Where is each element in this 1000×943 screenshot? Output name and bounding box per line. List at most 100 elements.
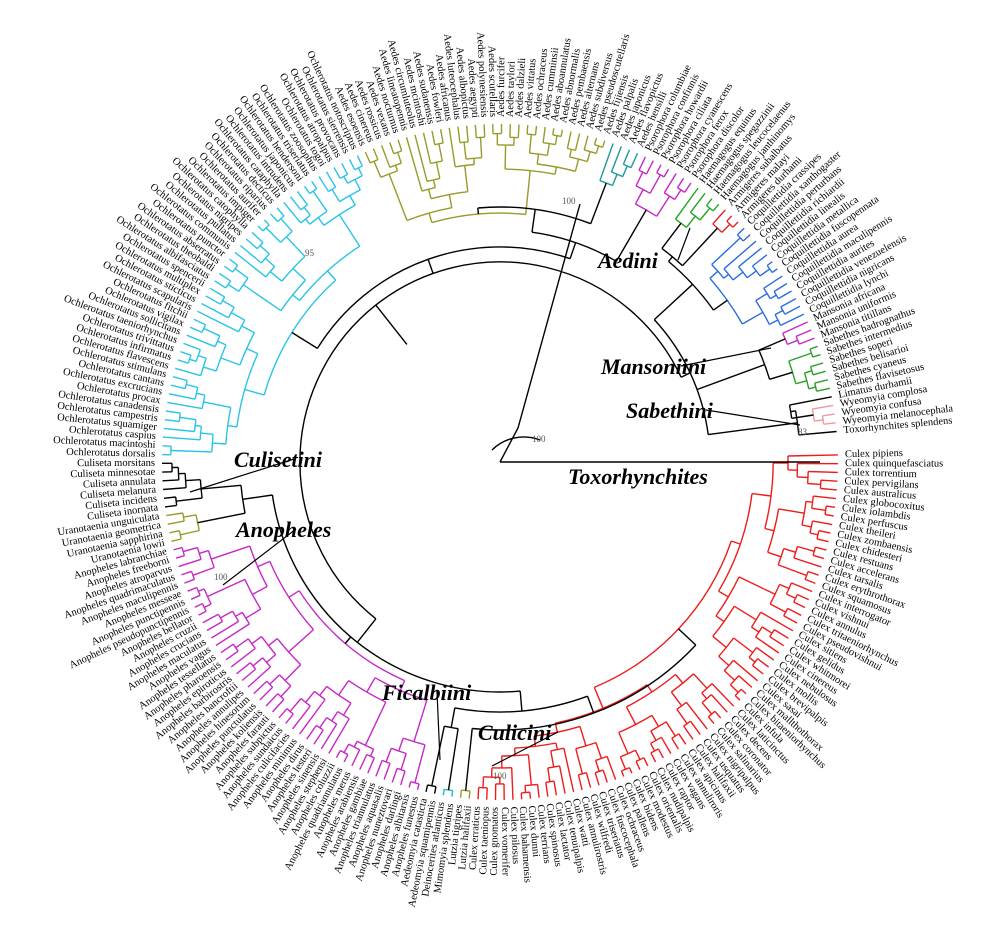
tree-branch bbox=[305, 690, 316, 703]
tree-branch bbox=[635, 761, 641, 770]
backbone-branch bbox=[242, 494, 273, 500]
tree-branch bbox=[545, 782, 549, 797]
tree-arc bbox=[483, 776, 500, 778]
backbone-arc bbox=[299, 261, 682, 620]
tree-arc bbox=[337, 711, 350, 720]
backbone-arc bbox=[472, 644, 697, 731]
tree-branch bbox=[560, 129, 564, 137]
tree-branch bbox=[579, 726, 587, 747]
tree-arc bbox=[809, 520, 814, 534]
tree-branch bbox=[812, 520, 833, 526]
tree-branch bbox=[665, 721, 676, 737]
backbone-branch bbox=[696, 363, 765, 391]
tree-branch bbox=[622, 165, 628, 177]
tree-branch bbox=[276, 207, 285, 217]
tree-branch bbox=[235, 611, 243, 617]
tree-branch bbox=[359, 754, 368, 770]
tip-label: Culex pilosus bbox=[508, 806, 521, 864]
tree-branch bbox=[252, 657, 264, 667]
tree-branch bbox=[787, 454, 838, 457]
tip-label: Aedes aegypti bbox=[465, 58, 480, 118]
tree-branch bbox=[289, 698, 302, 712]
tree-branch bbox=[246, 347, 259, 355]
tree-arc bbox=[421, 186, 436, 192]
tree-branch bbox=[163, 487, 187, 491]
tree-branch bbox=[663, 173, 677, 194]
tree-branch bbox=[271, 698, 285, 713]
tree-branch bbox=[289, 196, 302, 211]
tree-arc bbox=[194, 387, 199, 400]
tip-label: Aedes scutellaris bbox=[486, 46, 499, 118]
tree-branch bbox=[511, 767, 514, 800]
tree-branch bbox=[265, 693, 279, 707]
tree-branch bbox=[343, 176, 349, 184]
tree-branch bbox=[527, 754, 532, 786]
tree-branch bbox=[610, 146, 622, 173]
tree-branch bbox=[234, 268, 249, 279]
tip-label: Culiseta morsitans bbox=[77, 458, 155, 469]
tree-arc bbox=[774, 314, 782, 326]
tree-branch bbox=[267, 638, 278, 647]
tree-branch bbox=[814, 379, 828, 384]
tree-arc bbox=[793, 594, 798, 603]
tree-arc bbox=[801, 501, 807, 526]
tree-branch bbox=[812, 554, 825, 560]
tree-branch bbox=[733, 605, 757, 621]
tree-branch bbox=[351, 749, 361, 767]
tree-branch bbox=[278, 708, 288, 719]
tree-branch bbox=[554, 166, 558, 175]
tree-arc bbox=[804, 571, 809, 580]
clade-pointer bbox=[491, 731, 559, 767]
tree-branch bbox=[164, 504, 177, 508]
tree-branch bbox=[635, 171, 644, 187]
tree-branch bbox=[190, 594, 201, 600]
tree-arc bbox=[755, 626, 763, 638]
tree-branch bbox=[701, 692, 708, 700]
tree-branch bbox=[823, 422, 836, 425]
tree-arc bbox=[809, 366, 814, 375]
tree-branch bbox=[413, 700, 428, 742]
tree-branch bbox=[477, 787, 480, 800]
tree-branch bbox=[195, 424, 202, 427]
tree-branch bbox=[674, 189, 682, 200]
clade-label-aedini: Aedini bbox=[596, 248, 659, 273]
tree-branch bbox=[227, 283, 240, 292]
tree-branch bbox=[738, 576, 776, 595]
tip-label: Culex taeniopus bbox=[478, 806, 492, 874]
tree-branch bbox=[210, 545, 251, 560]
tree-branch bbox=[748, 656, 756, 663]
tree-branch bbox=[779, 583, 790, 590]
tree-arc bbox=[773, 291, 780, 299]
tree-branch bbox=[283, 201, 302, 224]
tree-branch bbox=[328, 718, 350, 754]
tree-branch bbox=[763, 275, 783, 289]
tree-branch bbox=[183, 342, 201, 351]
tree-branch bbox=[809, 532, 819, 536]
tree-branch bbox=[257, 560, 271, 568]
backbone-branch bbox=[356, 618, 377, 643]
tree-branch bbox=[771, 268, 778, 274]
clade-pointer bbox=[705, 409, 801, 426]
tree-arc bbox=[211, 434, 214, 452]
tree-branch bbox=[678, 733, 687, 745]
tree-branch bbox=[225, 650, 239, 661]
tree-arc bbox=[729, 675, 740, 686]
tree-branch bbox=[194, 602, 203, 608]
clade-annotations: AediniMansoniiniSabethiniToxorhynchitesC… bbox=[189, 196, 808, 781]
tree-branch bbox=[628, 767, 633, 774]
tree-branch bbox=[689, 720, 701, 735]
tree-arc bbox=[824, 506, 827, 515]
tree-branch bbox=[468, 790, 471, 799]
tree-branch bbox=[214, 280, 227, 289]
tip-label: Culiseta minnesotae bbox=[70, 467, 155, 481]
tree-arc bbox=[769, 629, 775, 638]
tree-branch bbox=[649, 174, 662, 194]
tree-branch bbox=[201, 302, 229, 319]
tree-branch bbox=[554, 135, 558, 145]
tree-branch bbox=[167, 401, 203, 410]
backbone-arc bbox=[788, 404, 793, 419]
tree-arc bbox=[300, 204, 308, 211]
tree-arc bbox=[262, 657, 272, 668]
clade-label-toxorhynchites: Toxorhynchites bbox=[568, 464, 708, 489]
tree-branch bbox=[622, 149, 631, 165]
